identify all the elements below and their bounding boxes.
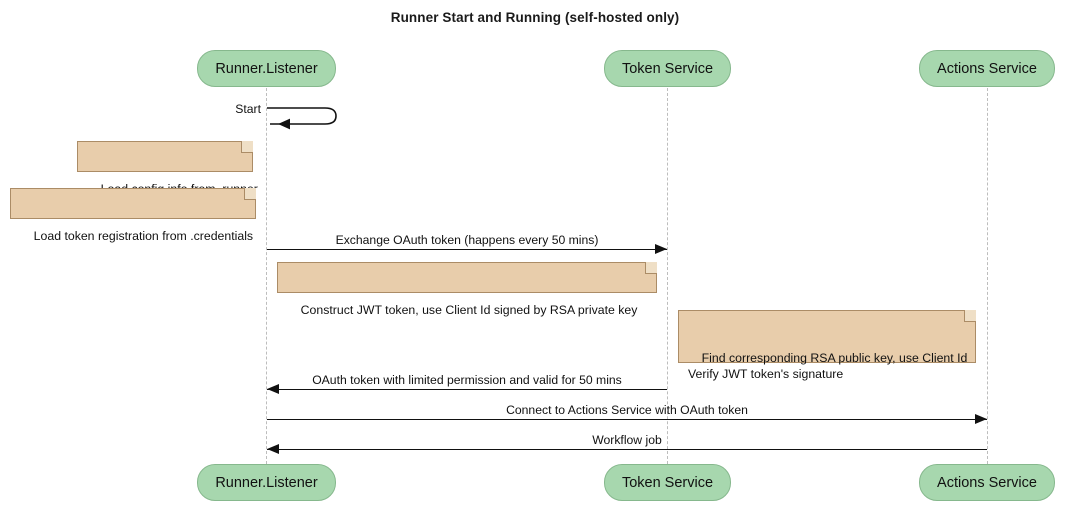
- participant-token-bottom[interactable]: Token Service: [604, 464, 731, 501]
- message-label-connect-actions: Connect to Actions Service with OAuth to…: [506, 403, 748, 417]
- message-label-exchange-oauth: Exchange OAuth token (happens every 50 m…: [335, 233, 599, 247]
- note-fold-icon: [645, 262, 657, 274]
- lifeline-actions: [987, 88, 988, 464]
- participant-label: Runner.Listener: [215, 474, 318, 491]
- participant-runner-bottom[interactable]: Runner.Listener: [197, 464, 336, 501]
- arrow-head-right-icon: [975, 413, 987, 424]
- note-text: Find corresponding RSA public key, use C…: [688, 351, 968, 381]
- participant-actions-bottom[interactable]: Actions Service: [919, 464, 1055, 501]
- message-line-oauth-token-return: [267, 389, 667, 390]
- participant-label: Actions Service: [937, 474, 1037, 491]
- note-construct-jwt: Construct JWT token, use Client Id signe…: [277, 262, 657, 317]
- lifeline-runner: [266, 88, 267, 464]
- participant-label: Runner.Listener: [215, 60, 318, 77]
- participant-actions-top[interactable]: Actions Service: [919, 50, 1055, 87]
- message-label-oauth-token-return: OAuth token with limited permission and …: [312, 373, 622, 387]
- note-verify-jwt: Find corresponding RSA public key, use C…: [678, 310, 976, 381]
- diagram-title: Runner Start and Running (self-hosted on…: [390, 10, 680, 25]
- message-line-exchange-oauth: [267, 249, 667, 250]
- message-line-workflow-job: [267, 449, 987, 450]
- note-fold-icon: [241, 141, 253, 153]
- lifeline-token: [667, 88, 668, 464]
- participant-runner-top[interactable]: Runner.Listener: [197, 50, 336, 87]
- message-line-connect-actions: [267, 419, 987, 420]
- arrow-head-right-icon: [655, 243, 667, 254]
- note-text: Load token registration from .credential…: [33, 229, 254, 243]
- note-fold-icon: [244, 188, 256, 200]
- message-label-workflow-job: Workflow job: [592, 433, 662, 447]
- message-self-start: [262, 100, 347, 136]
- note-fold-icon: [964, 310, 976, 322]
- participant-label: Token Service: [621, 474, 714, 491]
- note-load-config: Load config info from .runner: [77, 141, 258, 196]
- note-load-credentials: Load token registration from .credential…: [10, 188, 256, 243]
- participant-label: Token Service: [621, 60, 714, 77]
- message-label-start: Start: [235, 102, 261, 116]
- arrow-head-left-icon: [267, 383, 279, 394]
- participant-token-top[interactable]: Token Service: [604, 50, 731, 87]
- participant-label: Actions Service: [937, 60, 1037, 77]
- arrow-head-left-icon: [267, 443, 279, 454]
- note-text: Construct JWT token, use Client Id signe…: [300, 303, 638, 317]
